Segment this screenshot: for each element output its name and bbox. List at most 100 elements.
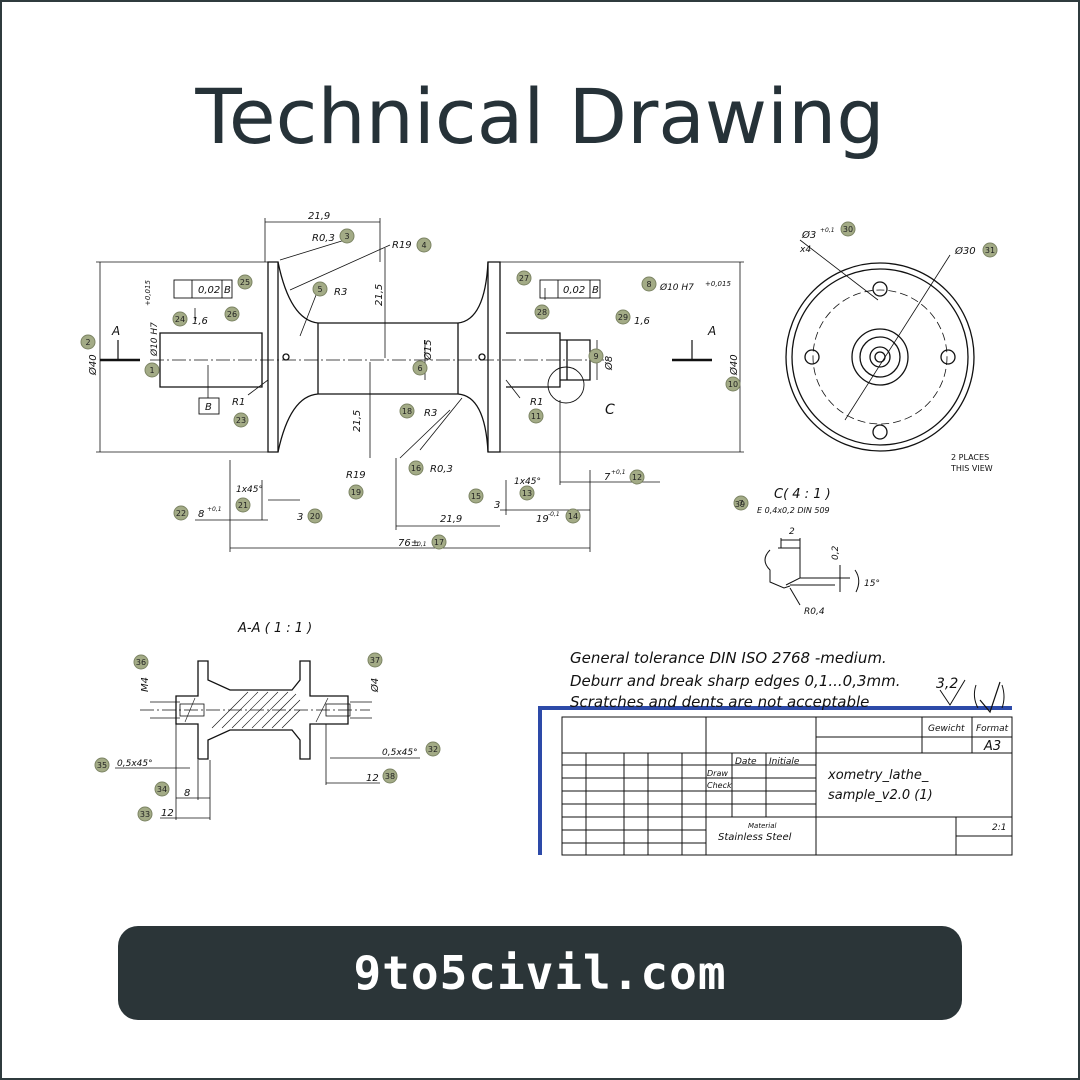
detail-w: 2 bbox=[789, 527, 795, 537]
end-pcd: Ø30 bbox=[954, 245, 976, 257]
svg-text:27: 27 bbox=[519, 274, 529, 283]
svg-text:20: 20 bbox=[310, 512, 320, 521]
end-hole: Ø3 bbox=[801, 229, 816, 241]
balloon-34: 34 bbox=[154, 781, 170, 797]
balloon-15: 15 bbox=[468, 488, 484, 504]
dim-len-7-tol: +0,1 bbox=[611, 469, 626, 476]
balloon-4: 4 bbox=[416, 237, 432, 253]
dim-h21-5-top: 21,5 bbox=[374, 284, 385, 306]
svg-text:21: 21 bbox=[238, 501, 248, 510]
dim-d40-right: Ø40 bbox=[728, 354, 740, 376]
detail-h: 0,2 bbox=[831, 545, 841, 560]
detail-label: C bbox=[605, 402, 615, 418]
section-m4: M4 bbox=[140, 677, 151, 692]
website-url: 9to5civil.com bbox=[353, 946, 727, 1000]
section-chamfer-left: 0,5x45° bbox=[117, 759, 153, 769]
balloon-12: 12 bbox=[629, 469, 645, 485]
balloon-2: 2 bbox=[80, 334, 96, 350]
svg-text:28: 28 bbox=[537, 308, 547, 317]
tb-name-line-1: xometry_lathe_ bbox=[827, 768, 929, 783]
svg-text:2: 2 bbox=[85, 338, 90, 347]
dim-d10-right: Ø10 H7 bbox=[659, 282, 694, 293]
title-block-text: Gewicht Format A3 Date Initiale Draw Che… bbox=[707, 724, 1009, 843]
svg-text:13: 13 bbox=[522, 489, 532, 498]
section-labels: A-A ( 1 : 1 ) M4 Ø4 0,5x45° 0,5x45° 8 12… bbox=[117, 621, 418, 819]
detail-title: C( 4 : 1 ) bbox=[774, 487, 831, 502]
svg-text:15: 15 bbox=[471, 492, 481, 501]
detail-r: R0,4 bbox=[804, 607, 825, 617]
balloon-6: 6 bbox=[412, 360, 428, 376]
svg-text:33: 33 bbox=[140, 810, 150, 819]
svg-text:9: 9 bbox=[593, 352, 598, 361]
balloon-7: 7 bbox=[733, 495, 749, 511]
svg-text:23: 23 bbox=[236, 416, 246, 425]
section-chamfer-right: 0,5x45° bbox=[382, 748, 418, 758]
svg-text:14: 14 bbox=[568, 512, 578, 521]
balloon-1: 1 bbox=[144, 362, 160, 378]
svg-text:32: 32 bbox=[428, 745, 438, 754]
dim-len-76: 76± bbox=[398, 538, 419, 549]
note-2: Deburr and break sharp edges 0,1...0,3mm… bbox=[570, 672, 901, 690]
end-note-2: THIS VIEW bbox=[950, 464, 993, 473]
dim-len-19: 19 bbox=[536, 514, 549, 525]
tb-weight-label: Gewicht bbox=[928, 724, 965, 734]
end-hole-tol: +0,1 bbox=[820, 227, 835, 234]
svg-text:30: 30 bbox=[843, 225, 853, 234]
balloon-33: 33 bbox=[137, 806, 153, 822]
balloon-27: 27 bbox=[516, 270, 532, 286]
balloon-9: 9 bbox=[588, 348, 604, 364]
svg-text:17: 17 bbox=[434, 538, 444, 547]
dim-len-8: 8 bbox=[198, 509, 204, 520]
section-d4: Ø4 bbox=[369, 678, 381, 693]
svg-text:7: 7 bbox=[738, 499, 743, 508]
svg-text:10: 10 bbox=[728, 380, 738, 389]
dim-r3-top: R3 bbox=[334, 287, 347, 298]
svg-text:22: 22 bbox=[176, 509, 186, 518]
svg-text:1: 1 bbox=[149, 366, 154, 375]
end-view bbox=[785, 239, 975, 452]
tb-draw-label: Draw bbox=[707, 769, 728, 778]
balloon-11: 11 bbox=[528, 408, 544, 424]
svg-text:16: 16 bbox=[411, 464, 421, 473]
dim-r3-bot: R3 bbox=[424, 408, 437, 419]
dim-len-3-left: 3 bbox=[297, 512, 303, 523]
main-view-dimension-lines bbox=[96, 218, 744, 552]
dim-len-8-tol: +0,1 bbox=[207, 506, 222, 513]
surface-symbol: 3,2 bbox=[936, 676, 958, 692]
svg-text:4: 4 bbox=[421, 241, 426, 250]
general-notes: General tolerance DIN ISO 2768 -medium. … bbox=[570, 649, 958, 711]
dim-d10-left: Ø10 H7 bbox=[149, 322, 160, 357]
tb-date-label: Date bbox=[735, 757, 757, 767]
balloon-32: 32 bbox=[425, 741, 441, 757]
balloon-25: 25 bbox=[237, 274, 253, 290]
balloon-31: 31 bbox=[982, 242, 998, 258]
detail-view bbox=[764, 538, 860, 606]
rough-right: 1,6 bbox=[634, 316, 650, 327]
section-label-right: A bbox=[707, 324, 716, 338]
balloon-5: 5 bbox=[312, 281, 328, 297]
svg-text:34: 34 bbox=[157, 785, 167, 794]
tb-material: Stainless Steel bbox=[718, 832, 792, 843]
section-l12-left: 12 bbox=[161, 808, 174, 819]
svg-text:36: 36 bbox=[136, 658, 146, 667]
dim-len-3-right: 3 bbox=[494, 500, 500, 511]
dim-r1-right: R1 bbox=[530, 397, 543, 408]
balloon-39: 39 bbox=[735, 500, 745, 509]
balloon-18: 18 bbox=[399, 403, 415, 419]
svg-text:3: 3 bbox=[344, 232, 349, 241]
note-3: Scratches and dents are not acceptable bbox=[570, 693, 869, 711]
title-block bbox=[538, 679, 1013, 856]
detail-angle: 15° bbox=[864, 579, 880, 589]
svg-text:12: 12 bbox=[632, 473, 642, 482]
section-title: A-A ( 1 : 1 ) bbox=[237, 621, 312, 636]
balloon-37: 37 bbox=[367, 652, 383, 668]
balloon-19: 19 bbox=[348, 484, 364, 500]
balloon-16: 16 bbox=[408, 460, 424, 476]
svg-text:25: 25 bbox=[240, 278, 250, 287]
datum-box-label: B bbox=[205, 402, 212, 413]
tol-right-value: 0,02 bbox=[563, 285, 585, 296]
tb-check-label: Check bbox=[707, 781, 732, 790]
svg-text:6: 6 bbox=[417, 364, 422, 373]
